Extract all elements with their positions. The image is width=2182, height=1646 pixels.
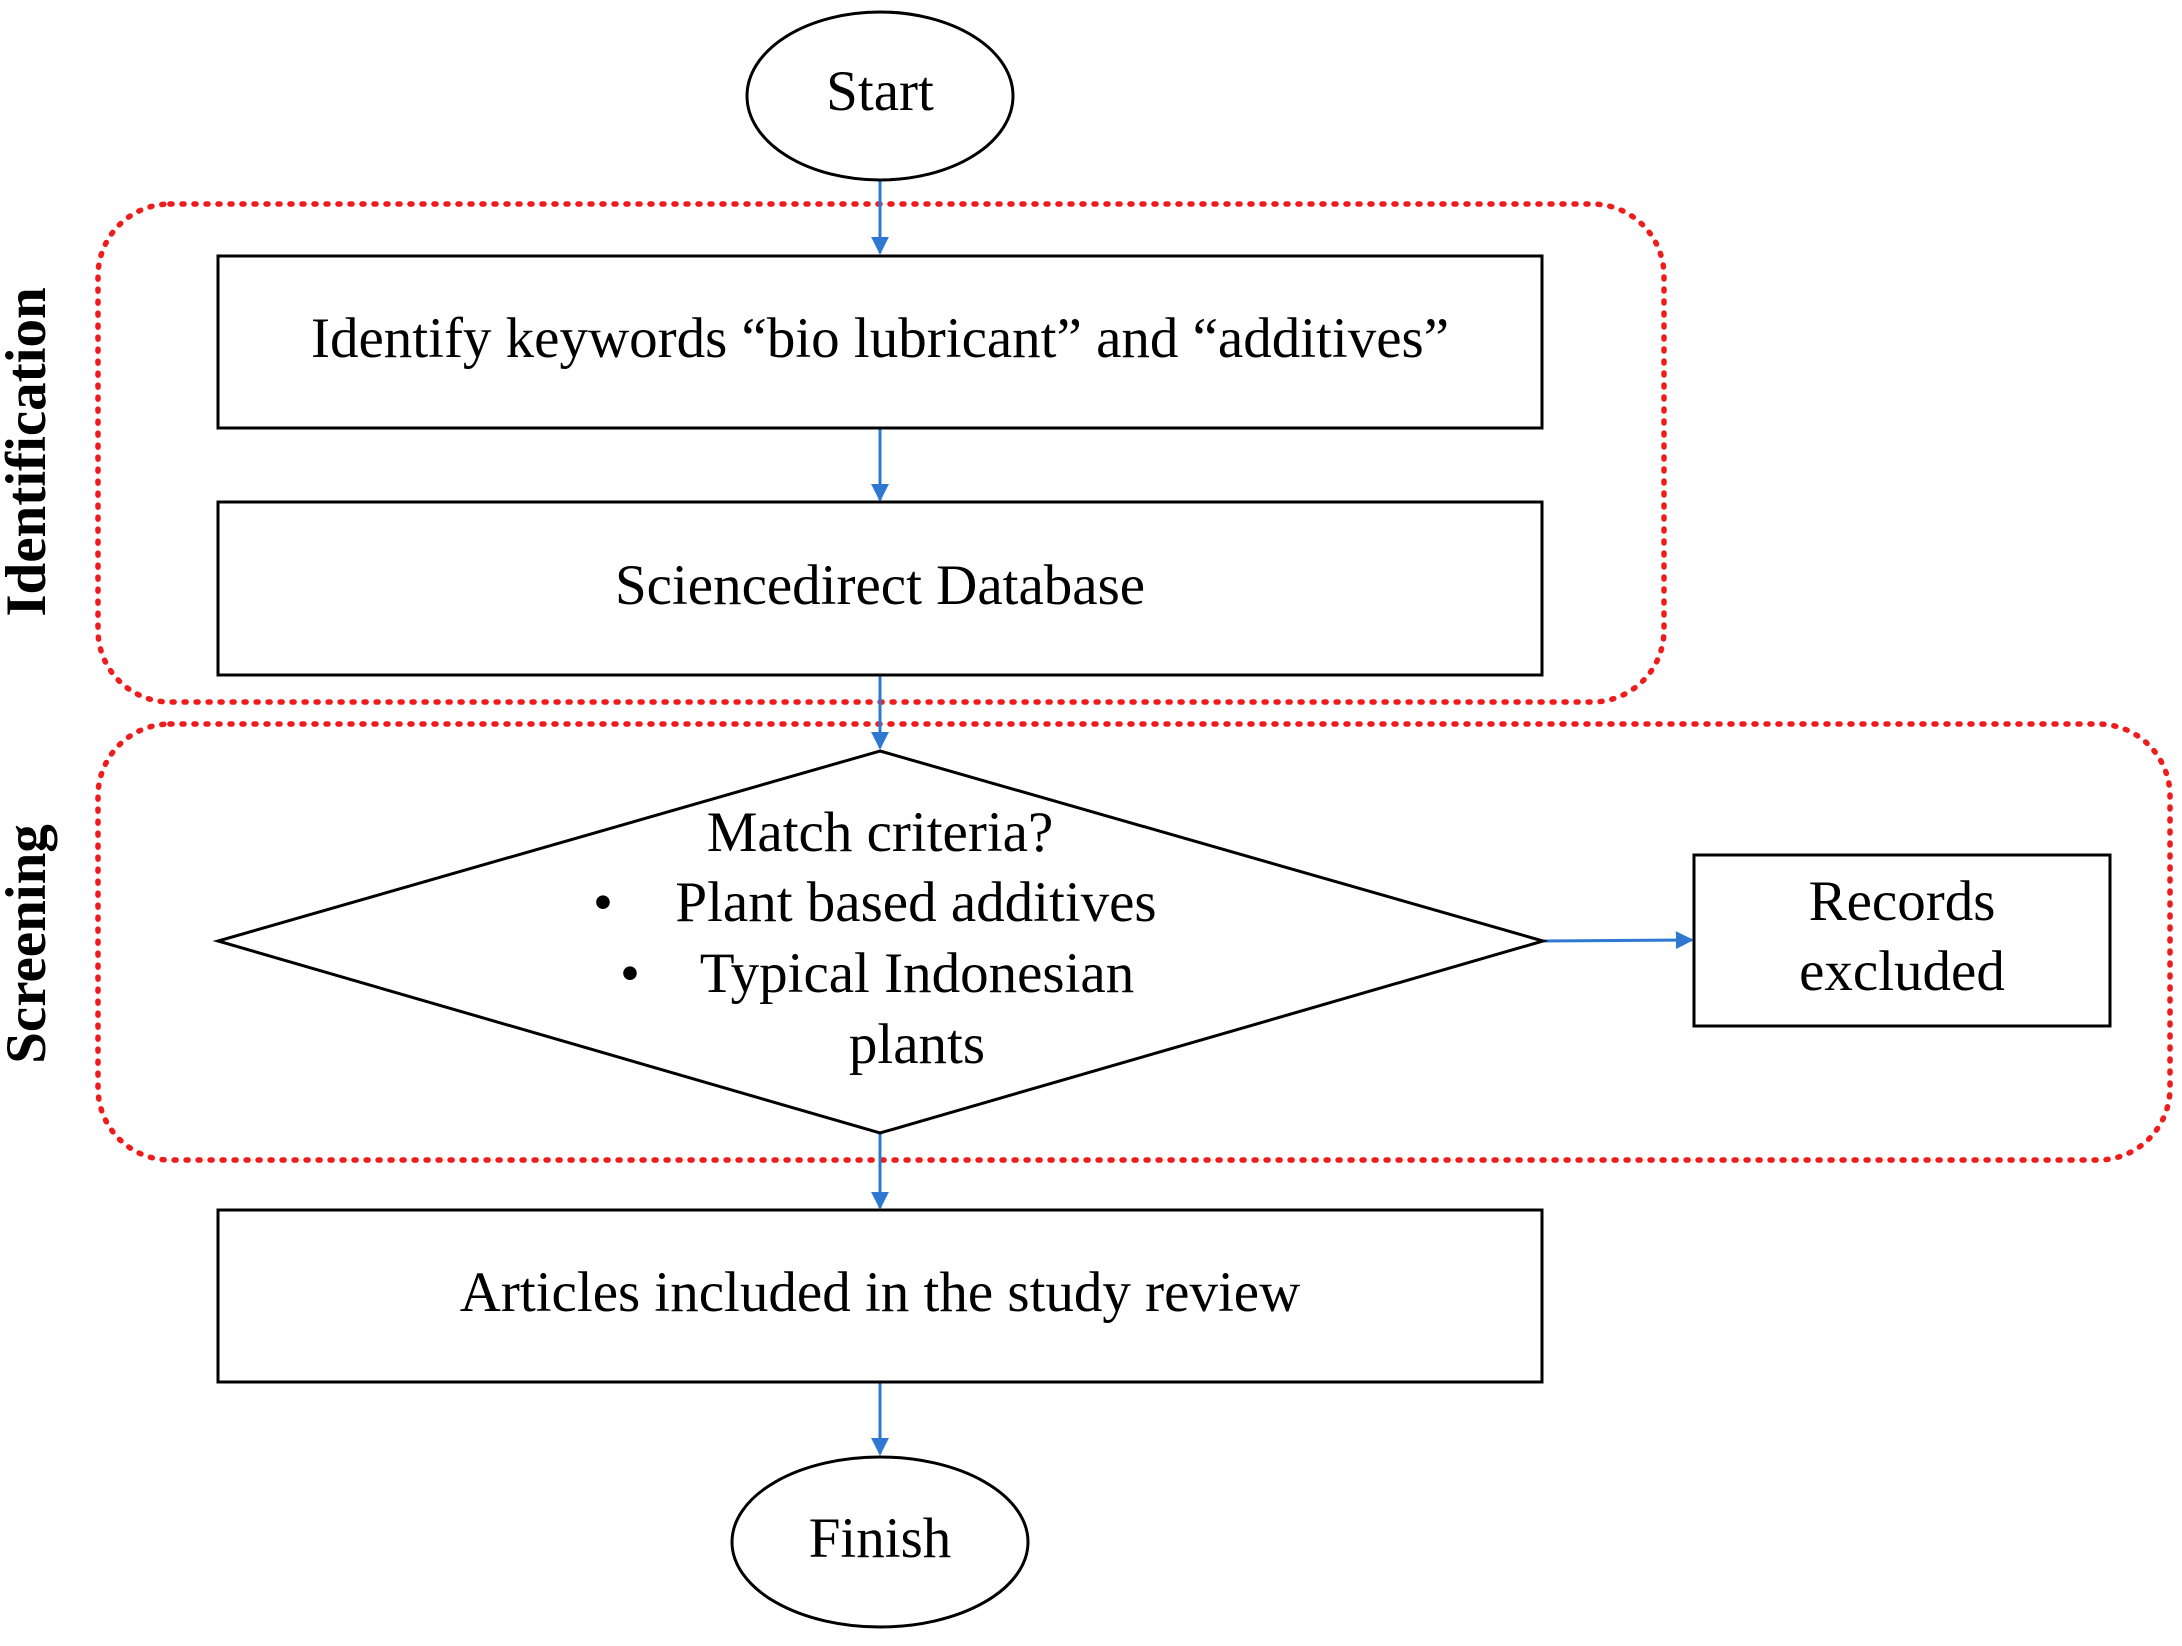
decision-question-label: Match criteria?: [707, 801, 1054, 864]
criteria-typical-indonesian-line-1: Typical Indonesian: [700, 942, 1134, 1005]
criteria-typical-indonesian-line-2: plants: [849, 1013, 985, 1076]
bullet-marker-1: •: [593, 871, 613, 934]
match-criteria-decision: Match criteria? • Plant based additives …: [212, 749, 1549, 1135]
database-label: Sciencedirect Database: [615, 554, 1145, 617]
criteria-plant-based-additives: Plant based additives: [675, 871, 1156, 934]
records-excluded-line-2: excluded: [1799, 940, 2005, 1003]
start-terminator: Start: [745, 10, 1015, 182]
records-excluded-line-1: Records: [1809, 870, 1996, 933]
identify-keywords-label: Identify keywords “bio lubricant” and “a…: [311, 307, 1449, 370]
finish-label: Finish: [809, 1507, 952, 1570]
database-process: Sciencedirect Database: [216, 500, 1544, 677]
connector-decision-to-excluded: [1542, 931, 1694, 950]
identification-phase-label: Identification: [0, 287, 58, 616]
finish-terminator: Finish: [730, 1455, 1030, 1629]
records-excluded-process: Records excluded: [1692, 853, 2112, 1028]
screening-phase-label: Screening: [0, 824, 58, 1064]
bullet-marker-2: •: [620, 942, 640, 1005]
identify-keywords-process: Identify keywords “bio lubricant” and “a…: [216, 254, 1544, 430]
screening-phase-box: [95, 721, 2173, 1163]
start-label: Start: [826, 60, 934, 123]
articles-included-process: Articles included in the study review: [216, 1208, 1544, 1384]
articles-included-label: Articles included in the study review: [460, 1261, 1301, 1324]
